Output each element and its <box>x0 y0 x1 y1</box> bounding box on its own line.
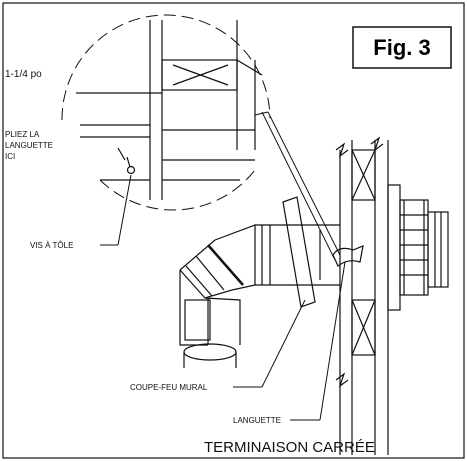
fold-label-line3: ICI <box>5 152 15 161</box>
detail-circle <box>61 14 271 211</box>
elbow-pipe <box>179 224 256 368</box>
wall-section <box>335 136 389 455</box>
figure-label: Fig. 3 <box>373 35 430 60</box>
firestop-plate <box>282 196 316 308</box>
caption: TERMINAISON CARRÉE <box>204 439 375 456</box>
tab-label: LANGUETTE <box>233 416 281 425</box>
dimension-label: 1-1/4 po <box>5 69 42 80</box>
screw-label: VIS À TÔLE <box>30 241 73 250</box>
fold-label-line1: PLIEZ LA <box>5 130 40 139</box>
detail-leader-lines <box>254 111 341 259</box>
detail-contents <box>76 20 263 200</box>
square-termination <box>387 184 449 311</box>
fold-label-line2: LANGUETTE <box>5 141 53 150</box>
vent-pipe <box>255 224 364 286</box>
figure-label-box: Fig. 3 <box>352 26 452 69</box>
firestop-label: COUPE-FEU MURAL <box>130 383 208 392</box>
label-leaders <box>100 174 346 421</box>
